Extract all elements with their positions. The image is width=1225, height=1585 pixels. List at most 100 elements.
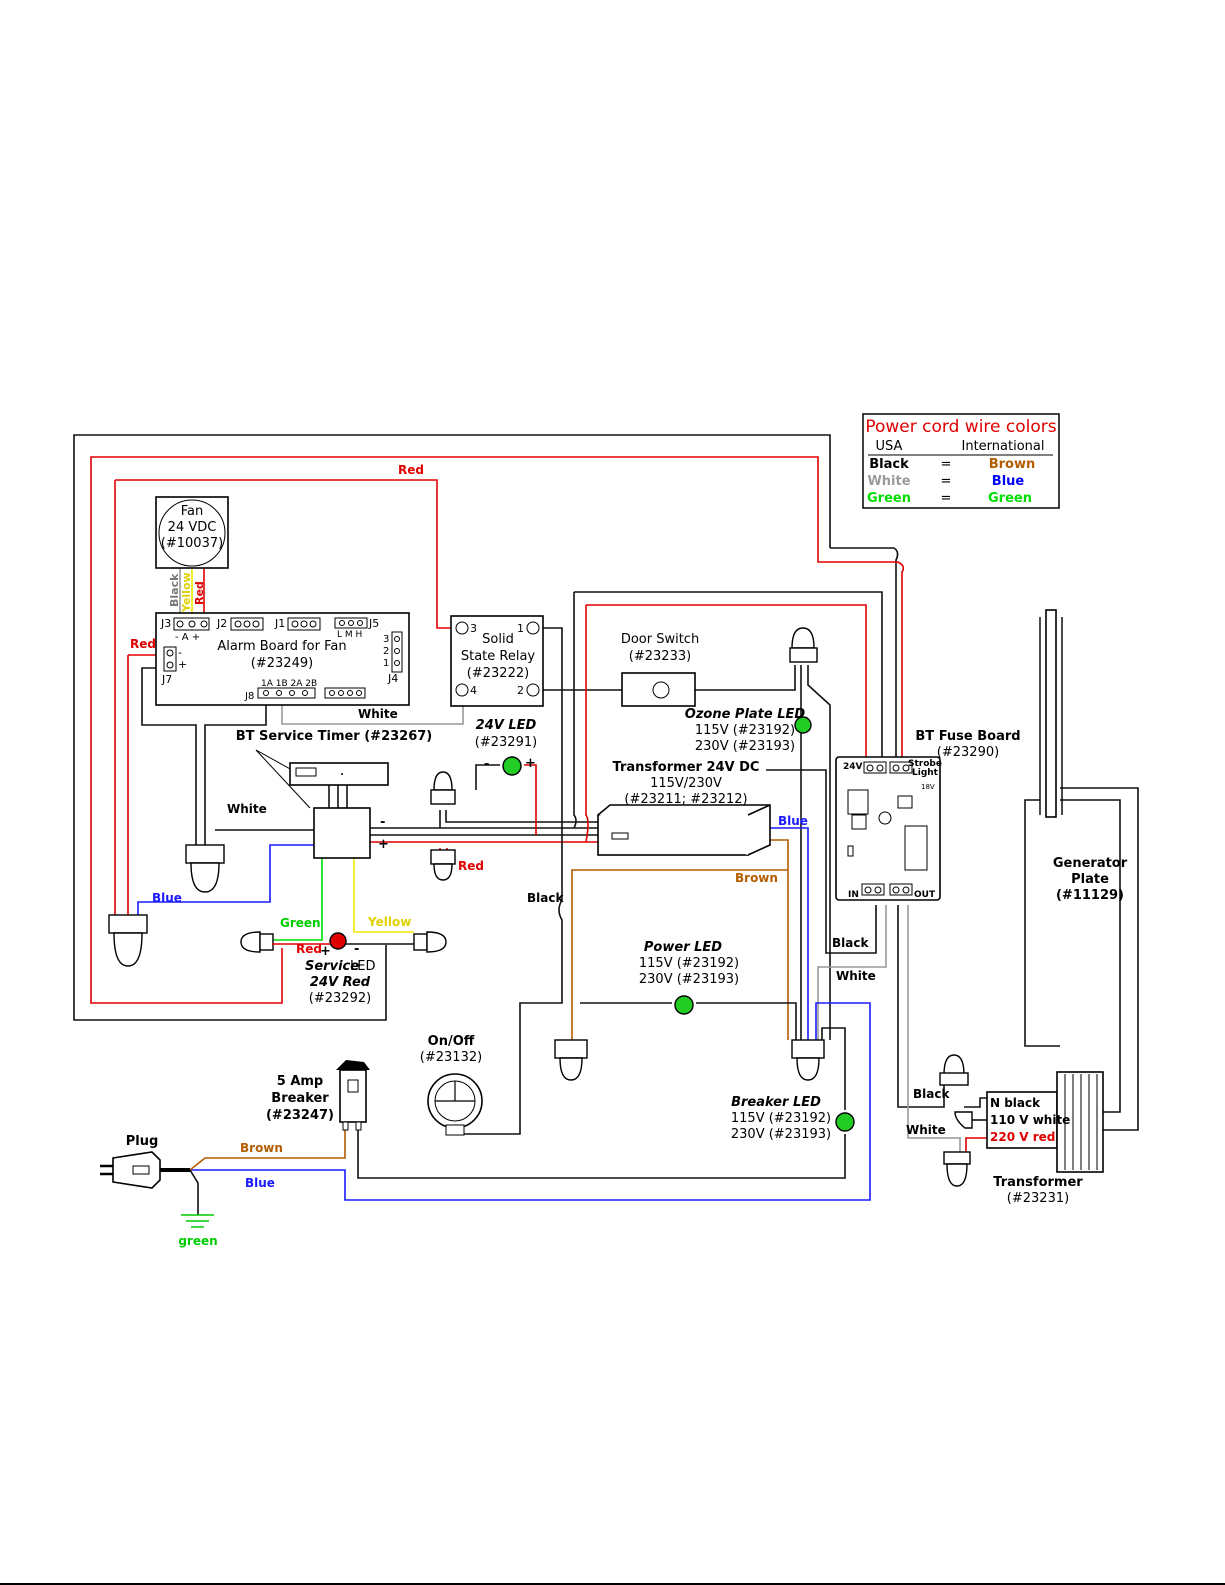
breaker-led-label-2: 115V (#23192) (731, 1111, 831, 1126)
bt-service-timer: BT Service Timer (#23267) - + (236, 729, 433, 859)
left-connectors (108, 844, 225, 967)
breaker-led: Breaker LED 115V (#23192) 230V (#23193) (731, 1095, 855, 1142)
solid-state-relay: 3 1 4 2 Solid State Relay (#23222) (450, 615, 544, 707)
legend-intl-brown: Brown (989, 457, 1036, 472)
relay-pin-2: 2 (517, 684, 524, 697)
ground-label: green (178, 1234, 217, 1248)
j7-plus: + (178, 658, 187, 671)
legend-intl-blue: Blue (992, 474, 1025, 489)
transformer-24v: Transformer 24V DC 115V/230V (#23211; #2… (597, 760, 771, 856)
generator-label-3: (#11129) (1056, 888, 1124, 903)
plug-label: Plug (126, 1134, 159, 1149)
transformer24-label-3: (#23211; #23212) (624, 792, 747, 807)
fan: Fan 24 VDC (#10037) Black Yellow Red (155, 496, 229, 613)
fan-label-3: (#10037) (161, 536, 223, 551)
fuse-24v: 24V (843, 762, 863, 772)
wire-label-yellow-service: Yellow (367, 915, 411, 929)
fuse-strobe: Strobe (908, 759, 942, 769)
transformer24-label-2: 115V/230V (650, 776, 722, 791)
relay-label-2: State Relay (461, 649, 536, 664)
door-switch: Door Switch (#23233) (621, 632, 699, 707)
alarm-board-label-1: Alarm Board for Fan (217, 639, 346, 654)
legend-eq-1: = (941, 457, 952, 472)
generator-label-1: Generator (1053, 856, 1128, 871)
j4-pin-2: 2 (383, 646, 389, 657)
on-off-label-1: On/Off (428, 1034, 475, 1049)
relay-pin-4: 4 (470, 684, 477, 697)
fan-wire-red-label: Red (193, 581, 206, 605)
j4-pin-1: 1 (383, 658, 389, 669)
wire-label-red-led24: Red (458, 859, 484, 873)
fuse-light: Light (912, 768, 939, 778)
wire-label-white-fuse: White (836, 969, 876, 983)
fuse-in: IN (848, 890, 859, 900)
fuse-board-label-1: BT Fuse Board (915, 729, 1020, 744)
fan-label-2: 24 VDC (168, 520, 217, 535)
on-off-label-2: (#23132) (420, 1050, 482, 1065)
power-led-label-1: Power LED (644, 940, 722, 955)
j3-label: J3 (160, 617, 171, 630)
service-led-label-2: 24V Red (310, 975, 371, 990)
generator-plate: Generator Plate (#11129) (1039, 609, 1128, 903)
legend-usa-black: Black (869, 457, 909, 472)
relay-pin-3: 3 (470, 622, 477, 635)
fan-wire-yellow-label: Yellow (180, 572, 193, 613)
breaker-led-label-3: 230V (#23193) (731, 1127, 831, 1142)
power-led-label-3: 230V (#23193) (639, 972, 739, 987)
wire-label-blue-transformer: Blue (778, 814, 808, 828)
legend-usa-header: USA (876, 439, 903, 454)
generator-label-2: Plate (1071, 872, 1109, 887)
wire-label-red-j7: Red (130, 637, 156, 651)
plug: Plug green (100, 1134, 218, 1248)
j8-pins: 1A 1B 2A 2B (261, 679, 317, 689)
wire-label-blue-plug: Blue (245, 1176, 275, 1190)
timer-plus: + (378, 837, 389, 852)
relay-label-3: (#23222) (467, 666, 529, 681)
ozone-led-connector: Ozone Plate LED 115V (#23192) 230V (#231… (685, 627, 818, 754)
relay-label-1: Solid (482, 632, 514, 647)
wire-labels: Red Red White White Blue Green Yellow Re… (130, 463, 950, 1190)
wire-label-green-service: Green (280, 916, 321, 930)
j5-pins: L M H (337, 630, 362, 640)
service-timer-label: BT Service Timer (#23267) (236, 729, 433, 744)
legend-title: Power cord wire colors (865, 417, 1056, 437)
breaker-led-label-1: Breaker LED (731, 1095, 821, 1110)
j4-pin-3: 3 (383, 634, 389, 645)
j3-pins: - A + (175, 632, 200, 643)
legend-eq-3: = (941, 491, 952, 506)
led24-minus: - (484, 757, 489, 772)
wire-label-blue-left: Blue (152, 891, 182, 905)
j4-label: J4 (387, 672, 398, 685)
timer-minus: - (380, 815, 385, 830)
fuse-board-label-2: (#23290) (937, 745, 999, 760)
j8-label: J8 (244, 691, 254, 702)
wire-label-white-hv: White (906, 1123, 946, 1137)
legend-usa-white: White (867, 474, 910, 489)
wire-label-black-mid: Black (527, 891, 564, 905)
hv-220v-red: 220 V red (990, 1130, 1055, 1144)
service-led: + - Service LED 24V Red (#23292) (240, 931, 447, 1006)
wire-label-brown-transformer: Brown (735, 871, 778, 885)
door-switch-label-2: (#23233) (629, 649, 691, 664)
alarm-board: Alarm Board for Fan (#23249) J3 - A + J2… (155, 612, 410, 706)
legend-international-header: International (962, 439, 1045, 454)
hv-transformer-label-2: (#23231) (1007, 1191, 1069, 1206)
led24-label-1: 24V LED (476, 718, 537, 733)
ozone-led-label-2: 115V (#23192) (695, 723, 795, 738)
on-off-switch: On/Off (#23132) (420, 1034, 483, 1136)
ozone-led-label-3: 230V (#23193) (695, 739, 795, 754)
wire-label-white-timer: White (227, 802, 267, 816)
wire-label-red-top: Red (398, 463, 424, 477)
breaker-label-2: Breaker (271, 1091, 329, 1106)
legend-intl-green: Green (988, 491, 1032, 506)
j7-label: J7 (161, 673, 172, 686)
wire-label-black-hv: Black (913, 1087, 950, 1101)
service-led-label-1b: LED (350, 959, 375, 974)
relay-pin-1: 1 (517, 622, 524, 635)
transformer24-label-1: Transformer 24V DC (613, 760, 760, 775)
j1-label: J1 (274, 617, 285, 630)
ozone-led-label-1: Ozone Plate LED (685, 707, 806, 722)
wire-label-brown-plug: Brown (240, 1141, 283, 1155)
